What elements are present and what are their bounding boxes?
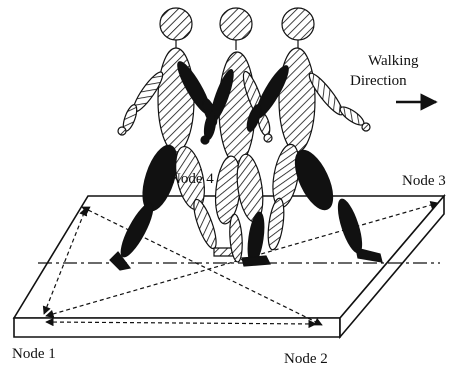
walking-direction-line-2: Direction [350,73,407,89]
node-label-2: Node 2 [284,351,328,367]
walker-figure-3 [246,7,383,263]
node-label-1: Node 1 [12,346,56,362]
link-node4-node2 [81,206,323,326]
node-label-3: Node 3 [402,173,446,189]
node-label-4: Node 4 [170,171,214,187]
walker-figure-2 [200,7,273,267]
walker-figure-1 [109,7,235,271]
link-node1-node2 [45,317,317,329]
link-node1-node4 [42,207,88,315]
walking-direction-line-1: Walking [368,53,419,69]
